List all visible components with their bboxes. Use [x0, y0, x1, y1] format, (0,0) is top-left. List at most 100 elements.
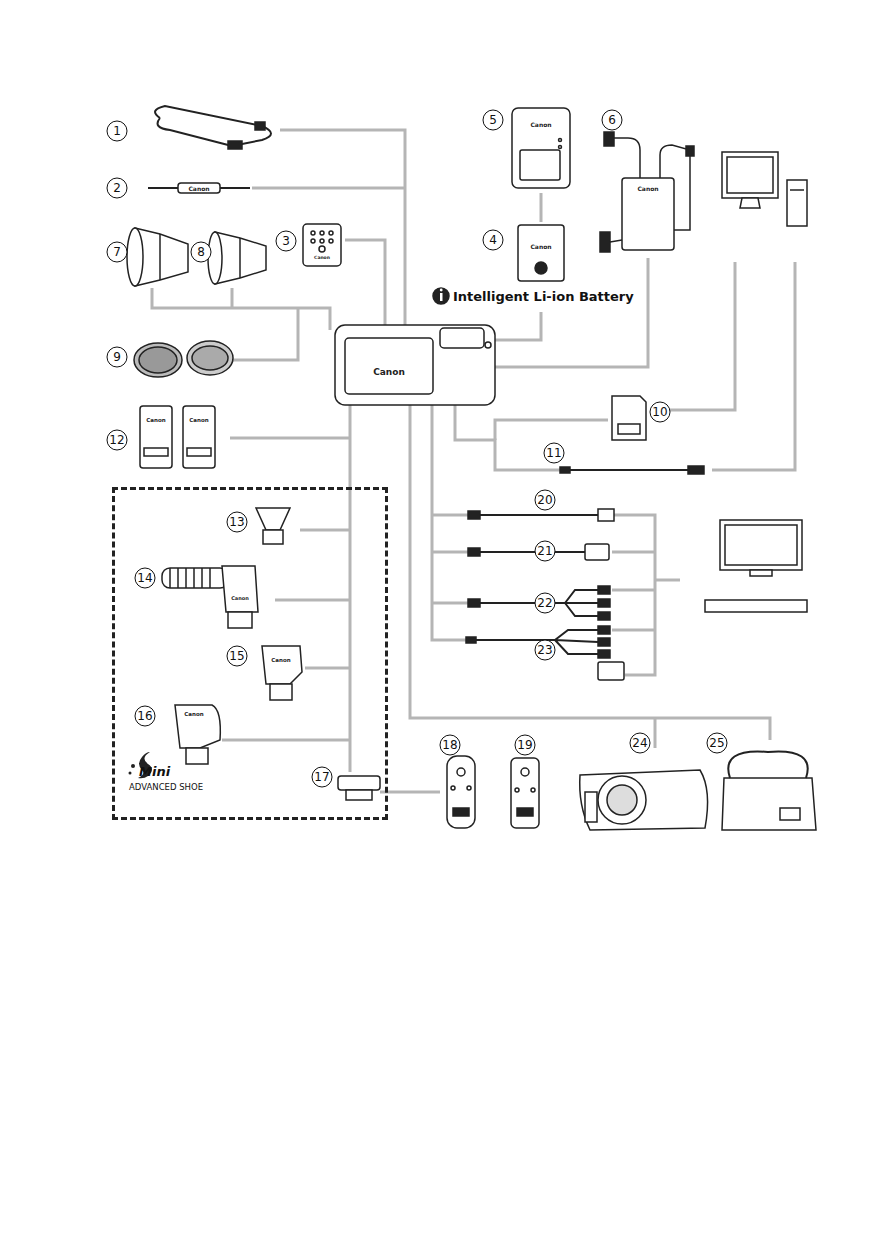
- accessory-illustrations-part: [555, 630, 598, 654]
- callout-number: 4: [483, 230, 504, 251]
- accessory-illustrations-part: [515, 788, 519, 792]
- brand-mark: Canon: [637, 185, 658, 192]
- accessory-illustrations-part: [467, 786, 471, 790]
- connector-wires-part: [280, 130, 405, 325]
- accessory-illustrations-part: [780, 808, 800, 820]
- callout-number: 14: [135, 568, 156, 589]
- callout-number: 22: [535, 593, 556, 614]
- accessory-illustrations-part: [559, 146, 562, 149]
- callout-number: 5: [483, 110, 504, 131]
- accessory-illustrations-part: [598, 612, 610, 620]
- connector-wires-part: [495, 420, 608, 440]
- accessory-illustrations-part: [155, 106, 271, 146]
- accessory-illustrations-part: [222, 566, 258, 612]
- connector-wires-part: [252, 187, 405, 190]
- accessory-illustrations-part: [511, 758, 539, 828]
- accessory-illustrations-part: [329, 239, 333, 243]
- accessory-illustrations-part: [262, 646, 302, 684]
- accessory-illustrations-part: [346, 790, 372, 800]
- connector-wires-part: [275, 599, 350, 602]
- connector-wires-part: [495, 312, 541, 340]
- shoulder-strap: [155, 106, 271, 149]
- accessory-illustrations-part: [468, 548, 480, 556]
- accessory-illustrations-part: [722, 152, 778, 198]
- brand-mark: Canon: [530, 243, 551, 250]
- accessory-illustrations-part: [183, 406, 215, 468]
- brand-mark: Canon: [189, 417, 208, 423]
- connector-wires-part: [612, 589, 655, 592]
- accessory-illustrations-part: [722, 778, 816, 830]
- accessory-illustrations-part: [598, 650, 610, 658]
- accessory-illustrations-part: [311, 231, 315, 235]
- callout-number: 17: [312, 767, 333, 788]
- accessory-illustrations-part: [187, 341, 233, 375]
- accessory-illustrations-part: [175, 705, 220, 748]
- accessory-illustrations-part: [612, 138, 640, 178]
- accessory-illustrations-part: [319, 246, 325, 252]
- accessory-illustrations-part: [134, 343, 182, 377]
- accessory-illustrations-part: [468, 511, 480, 519]
- accessory-illustrations-part: [478, 514, 600, 516]
- accessory-illustrations-part: [220, 187, 250, 189]
- connector-wires-part: [349, 405, 352, 772]
- accessory-illustrations-part: [688, 466, 704, 474]
- television-and-recorder: [705, 520, 807, 612]
- filters: [134, 341, 233, 377]
- camcorder: [335, 325, 495, 405]
- accessory-illustrations-part: [518, 225, 564, 281]
- tele-converter: [127, 228, 188, 286]
- callout-number: 10: [650, 402, 671, 423]
- video-camera: [580, 770, 708, 830]
- accessory-illustrations-part: [453, 808, 469, 816]
- connector-wires-part: [380, 791, 440, 794]
- connector-wires-part: [455, 405, 560, 470]
- connector-wires-part: [232, 308, 298, 360]
- connector-wires: [152, 130, 795, 792]
- wireless-mic: [140, 406, 215, 468]
- brand-mark: Canon: [373, 367, 405, 377]
- accessory-illustrations-part: [440, 293, 443, 301]
- accessory-illustrations-part: [750, 570, 772, 576]
- accessory-illustrations-part: [228, 612, 252, 628]
- accessory-illustrations-part: [320, 239, 324, 243]
- accessory-illustrations-part: [270, 684, 292, 700]
- callout-number: 16: [135, 706, 156, 727]
- video-light: [262, 646, 302, 700]
- accessory-illustrations-part: [144, 448, 168, 456]
- accessory-illustrations-part: [256, 508, 290, 530]
- accessory-illustrations-part: [440, 289, 443, 292]
- accessory-illustrations-part: [598, 662, 624, 680]
- callout-number: 13: [227, 512, 248, 533]
- accessory-illustrations-part: [740, 198, 760, 208]
- accessory-illustrations-part: [148, 187, 178, 189]
- wide-converter: [208, 232, 266, 284]
- accessory-illustrations-part: [598, 586, 610, 594]
- accessory-illustrations-part: [127, 228, 143, 286]
- battery-pack: [518, 225, 564, 281]
- av-cables: [466, 509, 624, 680]
- connector-wires-part: [305, 667, 350, 670]
- accessory-illustrations-part: [228, 141, 242, 149]
- accessory-illustrations-part: [186, 748, 208, 764]
- intelligent-battery-logo: [433, 288, 449, 304]
- accessory-illustrations-part: [187, 448, 211, 456]
- accessory-illustrations-part: [451, 786, 455, 790]
- carrying-bag: [722, 752, 816, 830]
- accessory-illustrations: [127, 106, 816, 830]
- accessory-illustrations-part: [457, 768, 465, 776]
- brand-mark: Canon: [530, 121, 551, 128]
- connector-wires-part: [345, 240, 385, 325]
- accessory-illustrations-part: [192, 346, 228, 370]
- accessory-illustrations-part: [140, 406, 172, 468]
- callout-number: 1: [107, 121, 128, 142]
- accessory-illustrations-part: [517, 808, 533, 816]
- accessory-illustrations-part: [720, 520, 802, 570]
- accessory-illustrations-part: [598, 599, 610, 607]
- remote-controller-a: [447, 756, 475, 828]
- callout-number: 8: [191, 242, 212, 263]
- connector-wires-part: [230, 437, 350, 440]
- accessory-illustrations-part: [585, 792, 597, 822]
- logo-subtitle: ADVANCED SHOE: [129, 782, 203, 792]
- battery-logo-text: Intelligent Li-ion Battery: [453, 289, 634, 304]
- connector-wires-part: [432, 602, 468, 605]
